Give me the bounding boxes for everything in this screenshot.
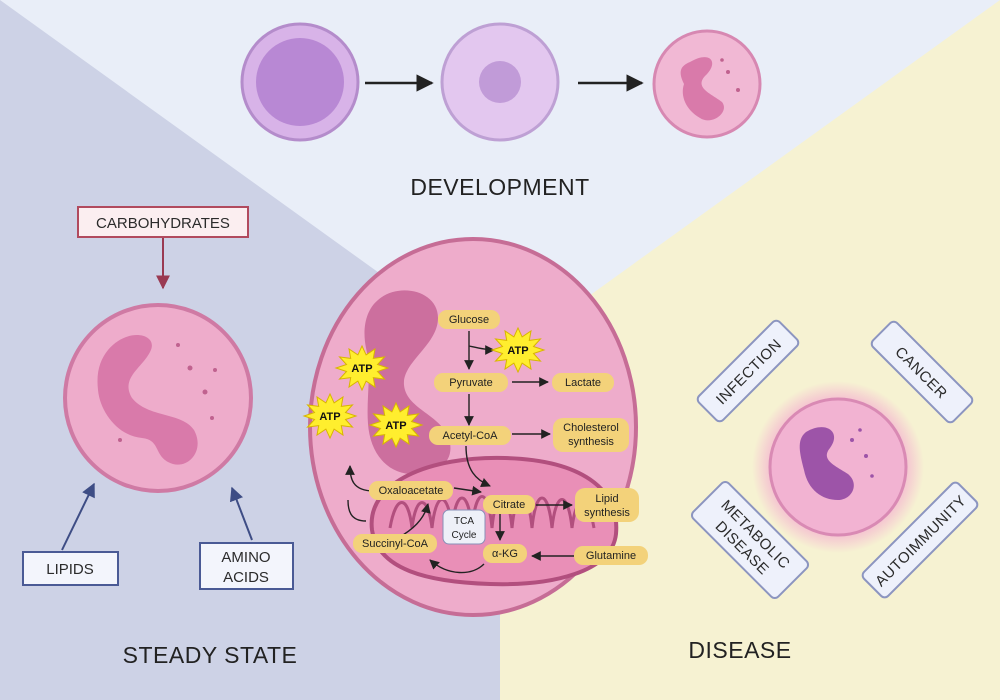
lipid-label-line1: Lipid — [595, 493, 618, 505]
carbohydrates-box: CARBOHYDRATES — [77, 206, 249, 238]
tca-cycle-box: TCA Cycle — [442, 509, 486, 545]
atp-label: ATP — [385, 420, 406, 432]
citrate-label: Citrate — [493, 499, 525, 511]
steady-state-cell — [63, 303, 253, 493]
tca-label-line1: TCA — [454, 516, 474, 527]
atp-burst-4: ATP — [368, 401, 424, 449]
atp-bursts: ATP ATP ATP ATP — [302, 326, 546, 449]
development-cell-3 — [652, 29, 762, 139]
lactate-label: Lactate — [565, 377, 601, 389]
pill-acetyl-coa: Acetyl-CoA — [429, 426, 511, 445]
cholesterol-label-line1: Cholesterol — [563, 422, 619, 434]
atp-label: ATP — [351, 363, 372, 375]
mitochondrion-cristae — [388, 495, 596, 529]
pill-cholesterol-synthesis: Cholesterol synthesis — [553, 418, 629, 452]
acetyl-coa-label: Acetyl-CoA — [442, 430, 498, 442]
atp-burst-1: ATP — [490, 326, 546, 374]
pill-glutamine: Glutamine — [574, 546, 648, 565]
lipids-label: LIPIDS — [46, 561, 94, 578]
pill-citrate: Citrate — [483, 495, 535, 514]
lipids-arrow — [61, 482, 95, 551]
atp-label: ATP — [319, 411, 340, 423]
pill-glucose: Glucose — [438, 310, 500, 329]
development-cell-1 — [240, 22, 360, 142]
disease-title: DISEASE — [688, 637, 791, 663]
glutamine-label: Glutamine — [586, 550, 636, 562]
cholesterol-label-line2: synthesis — [568, 436, 614, 448]
tca-label-line2: Cycle — [451, 530, 476, 541]
atp-star-shape — [490, 326, 546, 374]
oxaloacetate-label: Oxaloacetate — [379, 485, 444, 497]
atp-label: ATP — [507, 345, 528, 357]
pill-akg: α-KG — [483, 544, 527, 563]
atp-star-shape — [334, 344, 390, 392]
atp-burst-3: ATP — [302, 392, 358, 440]
atp-star-shape — [368, 401, 424, 449]
atp-star-shape — [302, 392, 358, 440]
pill-lipid-synthesis: Lipid synthesis — [575, 488, 639, 522]
metabolic-arrows — [345, 331, 574, 574]
amino-acids-label-line2: ACIDS — [223, 569, 269, 586]
akg-label: α-KG — [492, 548, 518, 560]
lipid-label-line2: synthesis — [584, 507, 630, 519]
amino-acids-box: AMINO ACIDS — [199, 542, 294, 590]
atp-burst-2: ATP — [334, 344, 390, 392]
pill-oxaloacetate: Oxaloacetate — [369, 481, 453, 500]
glucose-label: Glucose — [449, 314, 489, 326]
amino-acids-label-line1: AMINO — [221, 549, 270, 566]
lipids-box: LIPIDS — [22, 551, 119, 586]
pill-lactate: Lactate — [552, 373, 614, 392]
pill-pyruvate: Pyruvate — [434, 373, 508, 392]
carbohydrates-label: CARBOHYDRATES — [96, 215, 230, 232]
amino-acids-arrow — [229, 486, 253, 541]
pill-succinyl-coa: Succinyl-CoA — [353, 534, 437, 553]
development-title: DEVELOPMENT — [410, 174, 589, 200]
succinyl-coa-label: Succinyl-CoA — [362, 538, 429, 550]
development-cell-2 — [440, 22, 560, 142]
pyruvate-label: Pyruvate — [449, 377, 492, 389]
disease-cell — [752, 381, 924, 553]
steady-state-title: STEADY STATE — [123, 642, 298, 668]
